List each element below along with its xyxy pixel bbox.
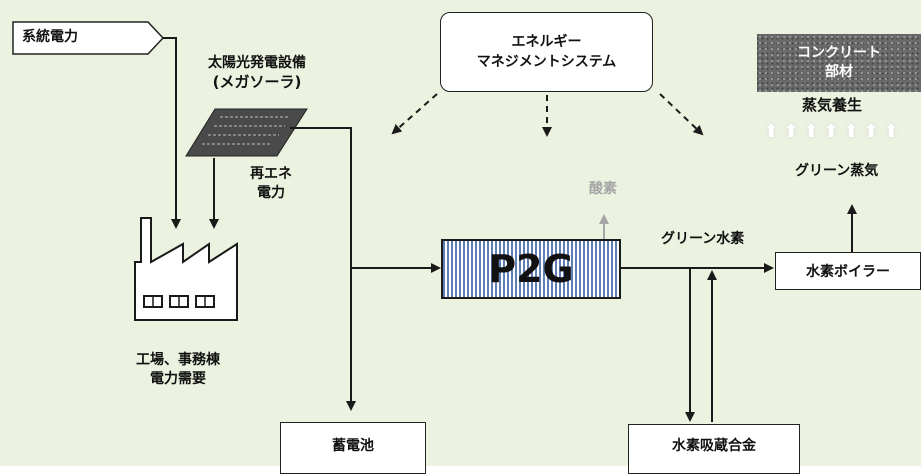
concrete-member-block: コンクリート 部材 [757, 34, 921, 92]
steam-arrow-icon: ⬆ [843, 121, 859, 142]
factory-icon [134, 217, 238, 321]
energy-management-system-box: エネルギー マネジメントシステム [440, 12, 653, 92]
ems-control-arrow-right [659, 93, 704, 136]
factory-demand-line1: 工場、事務棟 [136, 352, 220, 368]
steam-arrow-icon: ⬆ [763, 121, 779, 142]
renewable-power-line1: 再エネ [250, 166, 292, 182]
steam-arrow-icon: ⬆ [863, 121, 879, 142]
solar-panel-icon [185, 108, 308, 157]
hydrogen-boiler-box: 水素ボイラー [775, 252, 921, 290]
hydrogen-storage-alloy-box: 水素吸蔵合金 [628, 424, 800, 474]
ems-line1: エネルギー [511, 34, 582, 50]
p2g-unit: P2G [441, 239, 621, 299]
solar-label-line2: (メガソーラ) [212, 73, 302, 91]
grid-power-box [12, 21, 165, 55]
battery-label: 蓄電池 [332, 438, 374, 454]
grid-power-label: 系統電力 [22, 29, 78, 45]
steam-arrow-icon: ⬆ [823, 121, 839, 142]
factory-demand-line2: 電力需要 [150, 371, 206, 387]
steam-curing-label: 蒸気養生 [802, 96, 863, 114]
p2g-label: P2G [488, 247, 574, 291]
factory-demand-label: 工場、事務棟 電力需要 [113, 351, 243, 389]
steam-arrow-icon: ⬆ [883, 121, 899, 142]
steam-arrows: ⬆ ⬆ ⬆ ⬆ ⬆ ⬆ ⬆ [762, 119, 921, 145]
hydrogen-alloy-label: 水素吸蔵合金 [672, 438, 756, 454]
green-hydrogen-label: グリーン水素 [661, 231, 745, 247]
battery-box: 蓄電池 [280, 422, 426, 474]
concrete-line2: 部材 [825, 64, 853, 80]
renewable-power-label: 再エネ 電力 [242, 165, 300, 203]
green-steam-label: グリーン蒸気 [795, 163, 879, 179]
solar-label-line1: 太陽光発電設備 [208, 55, 306, 71]
steam-arrow-icon: ⬆ [783, 121, 799, 142]
renewable-power-bus [290, 127, 356, 411]
ems-line2: マネジメントシステム [476, 54, 617, 70]
ems-control-arrow-left [391, 93, 438, 135]
steam-arrow-icon: ⬆ [803, 121, 819, 142]
grid-to-factory-arrow [163, 37, 181, 229]
solar-label: 太陽光発電設備 (メガソーラ) [187, 54, 327, 92]
renewable-power-line2: 電力 [257, 185, 285, 201]
concrete-line1: コンクリート [797, 45, 881, 61]
hydrogen-boiler-label: 水素ボイラー [806, 264, 890, 280]
oxygen-label: 酸素 [589, 181, 617, 197]
